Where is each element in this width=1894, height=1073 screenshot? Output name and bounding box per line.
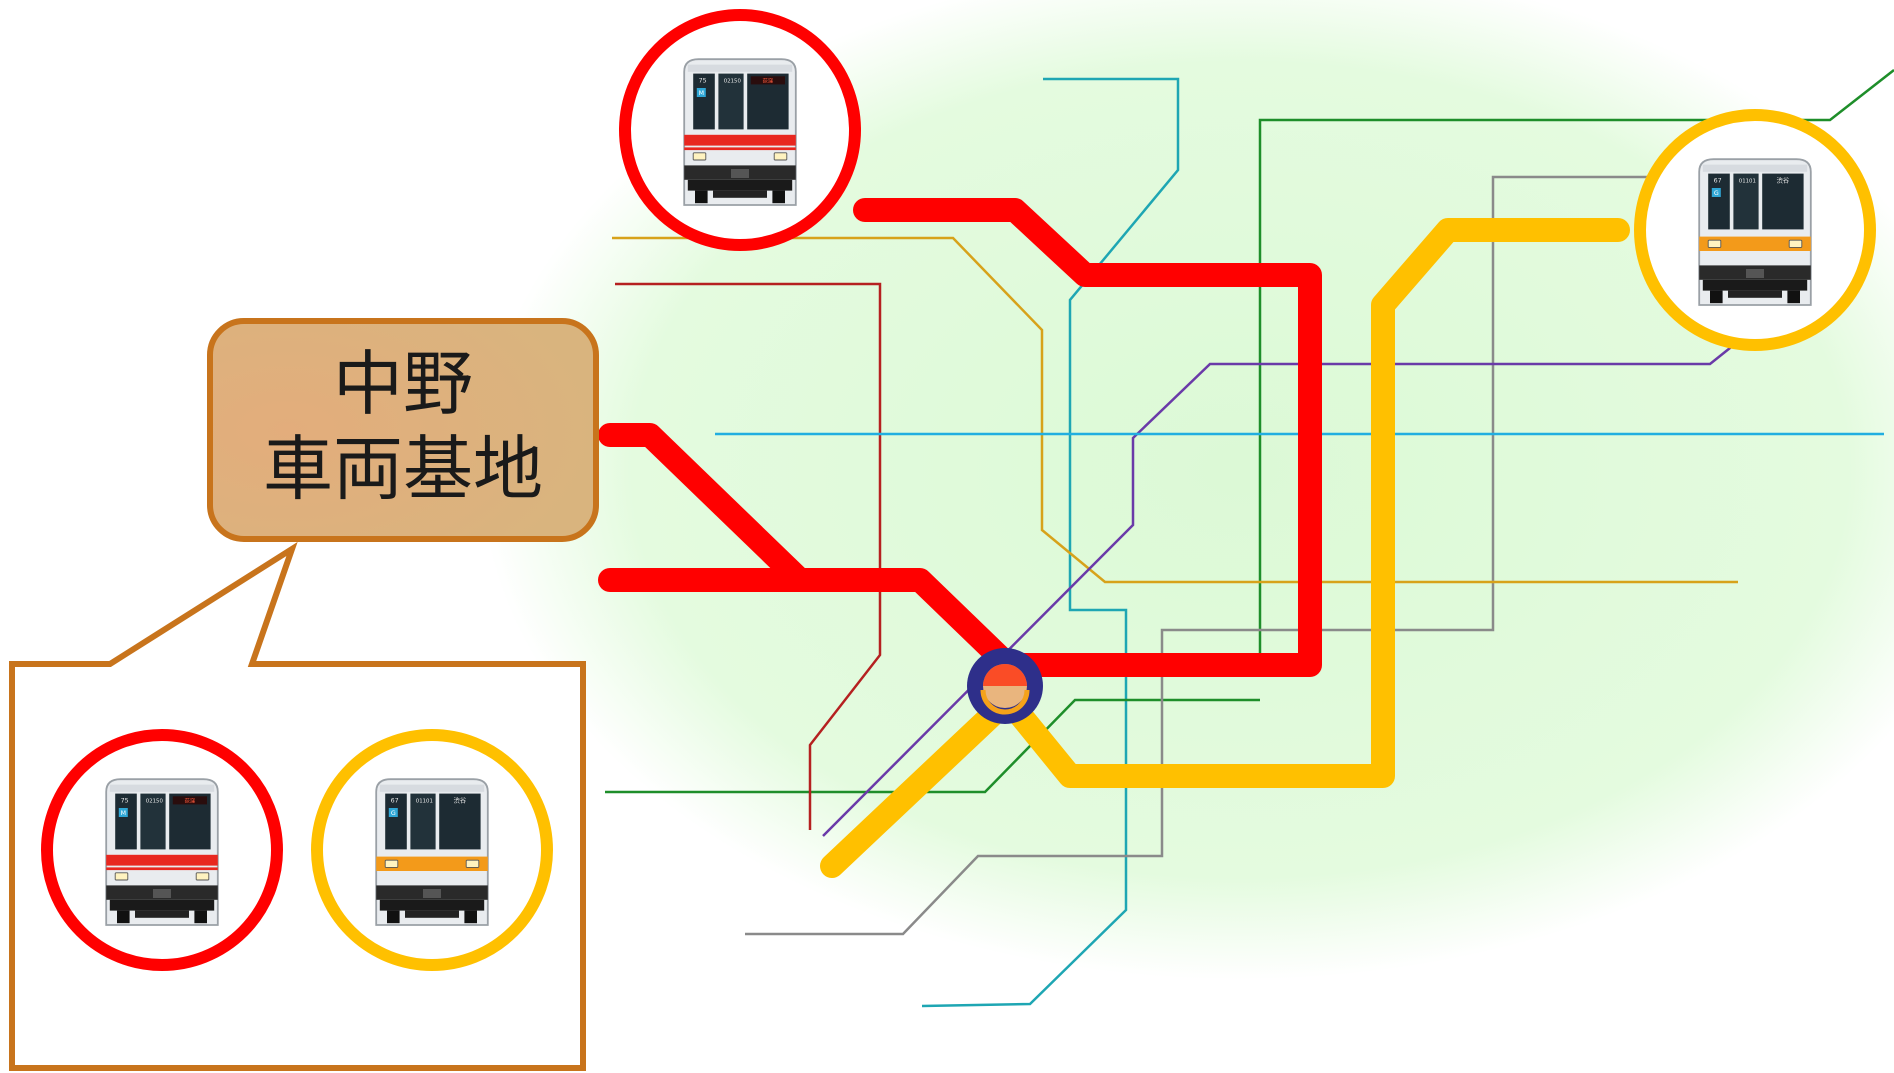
red-train-front-icon <box>619 9 861 251</box>
line-gray <box>745 175 1668 936</box>
station-marker-icon <box>967 648 1043 724</box>
line-green-b <box>605 698 1260 794</box>
depot-label-line2: 車両基地 <box>263 428 543 510</box>
line-green <box>1258 69 1894 660</box>
background-ellipse <box>480 0 1894 980</box>
orange-train-front-icon <box>311 729 553 971</box>
depot-label: 中野 車両基地 <box>207 318 599 542</box>
line-gold <box>612 236 1738 584</box>
ginza-line <box>820 218 1630 878</box>
line-cyan-a <box>921 77 1180 1008</box>
depot-label-line1: 中野 <box>333 343 473 425</box>
red-train-front-icon <box>41 729 283 971</box>
line-darkred <box>615 282 882 830</box>
thin-lines <box>605 69 1894 1008</box>
orange-train-front-icon <box>1634 109 1876 351</box>
line-purple <box>822 339 1741 837</box>
marunouchi-line <box>598 198 1322 677</box>
